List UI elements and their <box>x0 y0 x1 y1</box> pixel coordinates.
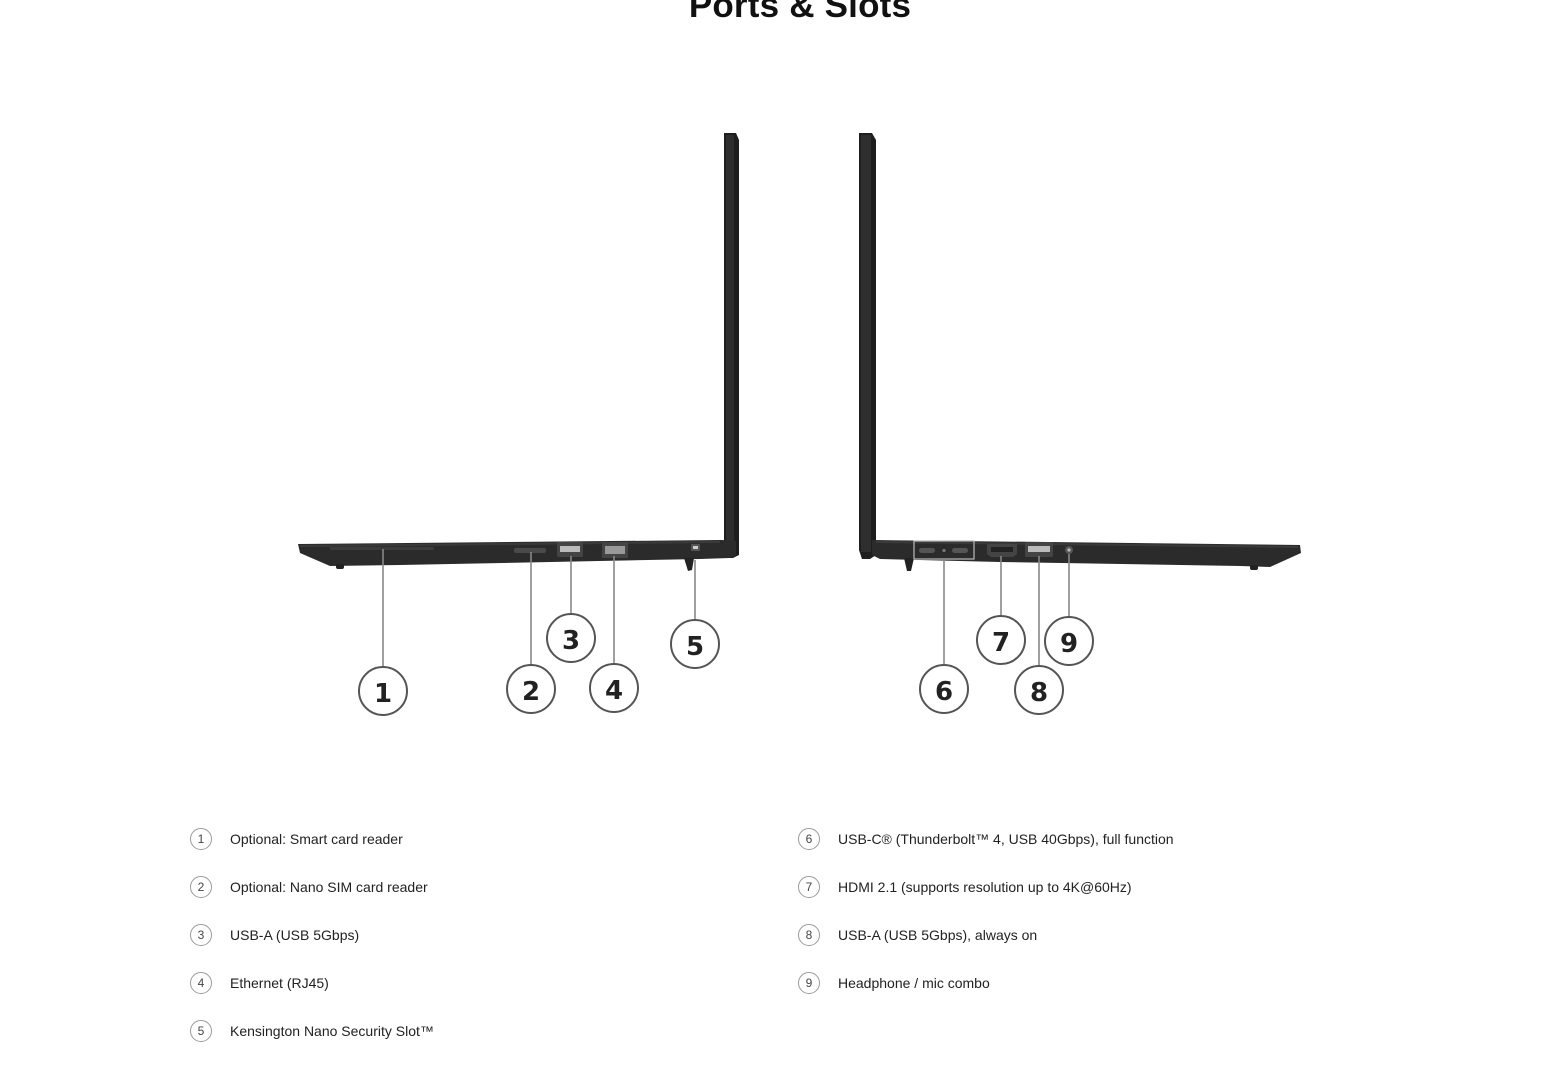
number-badge: 8 <box>798 924 820 946</box>
legend-item-4: 4 Ethernet (RJ45) <box>190 972 750 1020</box>
callout-4-label: 4 <box>605 676 623 706</box>
callout-3-label: 3 <box>562 626 580 656</box>
legend-item-3: 3 USB-A (USB 5Gbps) <box>190 924 750 972</box>
laptop-left-side-image <box>298 133 739 571</box>
callout-6: 6 <box>919 664 969 714</box>
page-title: Ports & Slots <box>688 0 912 25</box>
callout-3: 3 <box>546 613 596 663</box>
callout-9-label: 9 <box>1060 629 1078 659</box>
legend-label: Ethernet (RJ45) <box>230 975 329 991</box>
legend-item-6: 6 USB-C® (Thunderbolt™ 4, USB 40Gbps), f… <box>798 828 1358 876</box>
legend-column-right: 6 USB-C® (Thunderbolt™ 4, USB 40Gbps), f… <box>798 828 1358 1020</box>
legend-item-2: 2 Optional: Nano SIM card reader <box>190 876 750 924</box>
callout-2: 2 <box>506 664 556 714</box>
number-badge: 2 <box>190 876 212 898</box>
legend-label: Optional: Smart card reader <box>230 831 403 847</box>
legend-column-left: 1 Optional: Smart card reader 2 Optional… <box>190 828 750 1068</box>
legend-item-5: 5 Kensington Nano Security Slot™ <box>190 1020 750 1068</box>
callout-7-label: 7 <box>992 628 1010 658</box>
number-badge: 9 <box>798 972 820 994</box>
legend-item-8: 8 USB-A (USB 5Gbps), always on <box>798 924 1358 972</box>
legend-item-7: 7 HDMI 2.1 (supports resolution up to 4K… <box>798 876 1358 924</box>
callout-2-label: 2 <box>522 677 540 707</box>
laptop-right-side-image <box>859 133 1301 571</box>
callout-8: 8 <box>1014 665 1064 715</box>
legend-label: Optional: Nano SIM card reader <box>230 879 428 895</box>
callout-8-label: 8 <box>1030 678 1048 708</box>
callout-7: 7 <box>976 615 1026 665</box>
legend-label: Headphone / mic combo <box>838 975 990 991</box>
callout-4: 4 <box>589 663 639 713</box>
legend-item-9: 9 Headphone / mic combo <box>798 972 1358 1020</box>
legend-label: USB-C® (Thunderbolt™ 4, USB 40Gbps), ful… <box>838 831 1174 847</box>
number-badge: 4 <box>190 972 212 994</box>
callout-1: 1 <box>358 666 408 716</box>
callout-6-label: 6 <box>935 677 953 707</box>
legend-label: USB-A (USB 5Gbps) <box>230 927 360 943</box>
number-badge: 5 <box>190 1020 212 1042</box>
callout-5: 5 <box>670 619 720 669</box>
number-badge: 3 <box>190 924 212 946</box>
number-badge: 6 <box>798 828 820 850</box>
legend-label: HDMI 2.1 (supports resolution up to 4K@6… <box>838 879 1132 895</box>
legend-label: USB-A (USB 5Gbps), always on <box>838 927 1038 943</box>
callout-9: 9 <box>1044 616 1094 666</box>
leader-lines <box>382 549 1070 667</box>
number-badge: 1 <box>190 828 212 850</box>
ports-diagram: 1 2 3 4 5 6 7 8 9 <box>298 133 1301 716</box>
callout-1-label: 1 <box>374 679 392 709</box>
legend-label: Kensington Nano Security Slot™ <box>230 1023 434 1039</box>
number-badge: 7 <box>798 876 820 898</box>
callout-5-label: 5 <box>686 632 704 662</box>
legend-item-1: 1 Optional: Smart card reader <box>190 828 750 876</box>
